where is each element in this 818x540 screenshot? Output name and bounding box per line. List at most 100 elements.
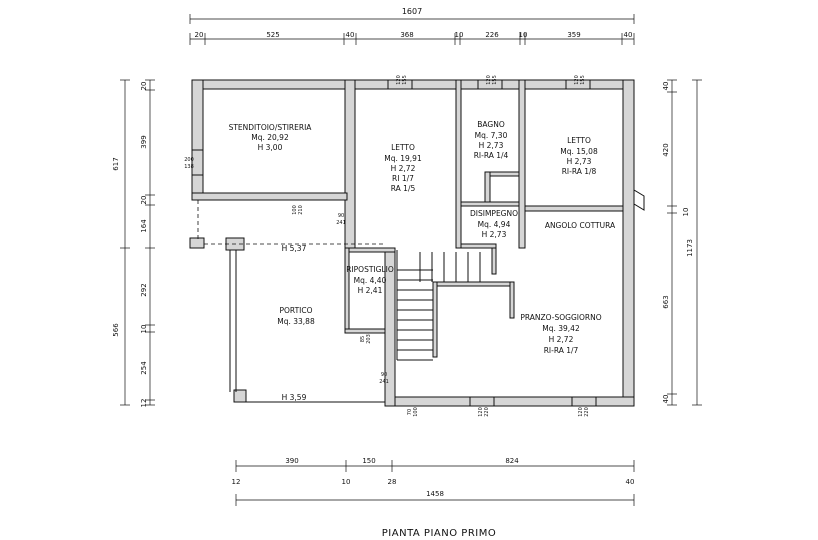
room-info: Mq. 20,92 (251, 133, 289, 142)
dim-bottom-seg: 10 (342, 478, 351, 486)
room-info: H 2,73 (482, 230, 507, 239)
dim-left-outer: 617 (112, 157, 120, 170)
dim-top-seg: 10 (455, 31, 464, 39)
dim-top-seg: 368 (400, 31, 413, 39)
porch-outline (197, 200, 385, 403)
opening-height: 155 (492, 75, 498, 85)
room-name: DISIMPEGNO (470, 209, 518, 218)
room-info: H 2,72 (549, 335, 574, 344)
room-name: LETTO (391, 143, 415, 152)
room-name: PORTICO (279, 306, 312, 315)
opening-width: 120 (396, 75, 402, 85)
height-label: H 5,37 (282, 244, 307, 253)
opening-height: 241 (336, 220, 346, 226)
room-letto-2: LETTO Mq. 15,08 H 2,73 RI-RA 1/8 (560, 136, 598, 176)
dim-left-seg: 20 (140, 82, 148, 91)
room-name: PRANZO-SOGGIORNO (520, 313, 601, 322)
dim-top-seg: 40 (346, 31, 355, 39)
dim-top-seg: 226 (485, 31, 499, 39)
dim-bottom-seg: 40 (626, 478, 635, 486)
dim-left-seg: 20 (140, 196, 148, 205)
room-info: Mq. 39,42 (542, 324, 580, 333)
room-info: Mq. 33,88 (277, 317, 315, 326)
opening-width: 85 (360, 336, 366, 342)
opening-width: 120 (478, 407, 484, 417)
dim-right-seg: 420 (662, 143, 670, 156)
opening-height: 220 (584, 407, 590, 417)
room-ripostiglio: RIPOSTIGLIO Mq. 4,40 H 2,41 (346, 265, 394, 295)
plan-title: PIANTA PIANO PRIMO (382, 528, 496, 539)
opening-height: 220 (484, 407, 490, 417)
top-dimensions: 1607 20 525 40 368 10 226 10 359 40 (189, 7, 635, 45)
room-info: RI 1/7 (392, 174, 414, 183)
opening-width: 200 (184, 157, 194, 163)
window-markers (192, 80, 645, 406)
opening-height: 210 (298, 205, 304, 215)
opening-height: 155 (402, 75, 408, 85)
room-info: Mq. 19,91 (384, 154, 422, 163)
room-disimpegno: DISIMPEGNO Mq. 4,94 H 2,73 (470, 209, 518, 239)
dim-bottom-seg: 28 (388, 478, 397, 486)
opening-width: 120 (486, 75, 492, 85)
room-name: ANGOLO COTTURA (545, 221, 616, 230)
room-name: BAGNO (477, 120, 505, 129)
opening-width: 70 (407, 409, 413, 415)
height-label: H 3,59 (282, 393, 307, 402)
dim-top-seg: 525 (266, 31, 279, 39)
opening-width: 90 (338, 213, 344, 219)
dim-left-seg: 292 (140, 283, 148, 296)
room-info: H 2,41 (358, 286, 383, 295)
opening-height: 203 (366, 334, 372, 344)
dim-left-outer: 566 (112, 323, 120, 337)
room-info: RA 1/5 (391, 184, 416, 193)
room-bagno: BAGNO Mq. 7,30 H 2,73 RI-RA 1/4 (474, 120, 509, 160)
opening-height: 241 (379, 379, 389, 385)
room-info: Mq. 4,94 (478, 220, 511, 229)
room-info: Mq. 4,40 (354, 276, 387, 285)
opening-width: 120 (574, 75, 580, 85)
dim-left-seg: 12 (140, 399, 148, 408)
room-info: Mq. 7,30 (475, 131, 508, 140)
opening-width: 90 (381, 372, 387, 378)
dim-left-seg: 10 (140, 325, 148, 334)
room-info: Mq. 15,08 (560, 147, 598, 156)
room-portico: PORTICO Mq. 33,88 (277, 306, 315, 326)
staircase (396, 250, 481, 361)
room-pranzo-soggiorno: PRANZO-SOGGIORNO Mq. 39,42 H 2,72 RI-RA … (520, 313, 601, 355)
dim-left-seg: 399 (140, 135, 148, 148)
opening-height: 155 (580, 75, 586, 85)
dim-bottom-total: 1458 (426, 490, 444, 498)
room-info: RI-RA 1/7 (544, 346, 579, 355)
room-info: RI-RA 1/8 (562, 167, 597, 176)
room-info: H 3,00 (258, 143, 283, 152)
room-stenditoio: STENDITOIO/STIRERIA Mq. 20,92 H 3,00 (229, 123, 313, 152)
room-name: RIPOSTIGLIO (346, 265, 394, 274)
room-info: H 2,72 (391, 164, 416, 173)
dim-top-seg: 40 (624, 31, 633, 39)
dim-left-seg: 164 (140, 219, 148, 233)
room-name: LETTO (567, 136, 591, 145)
room-info: H 2,73 (479, 141, 504, 150)
room-name: STENDITOIO/STIRERIA (229, 123, 313, 132)
dim-top-seg: 10 (519, 31, 528, 39)
opening-height: 138 (184, 164, 194, 170)
dim-right-total: 1173 (686, 239, 694, 257)
room-info: H 2,73 (567, 157, 592, 166)
dim-top-seg: 20 (195, 31, 204, 39)
dim-bottom-seg: 150 (362, 457, 375, 465)
opening-height: 100 (413, 407, 419, 417)
right-dimensions: 40 420 10 663 40 1173 (662, 79, 702, 406)
room-letto-1: LETTO Mq. 19,91 H 2,72 RI 1/7 RA 1/5 (384, 143, 422, 193)
dim-top-seg: 359 (567, 31, 580, 39)
walls (189, 79, 635, 407)
dim-bottom-seg: 824 (505, 457, 519, 465)
dim-right-seg: 10 (682, 208, 690, 217)
dim-right-seg: 40 (662, 395, 670, 404)
dim-left-seg: 254 (140, 361, 148, 375)
dim-top-total: 1607 (402, 7, 422, 16)
dim-bottom-seg: 390 (285, 457, 298, 465)
opening-width: 120 (578, 407, 584, 417)
opening-labels: 120 155 120 155 120 155 200 138 100 210 … (184, 75, 590, 417)
left-dimensions: 617 566 20 399 20 164 292 10 254 12 (112, 79, 155, 408)
